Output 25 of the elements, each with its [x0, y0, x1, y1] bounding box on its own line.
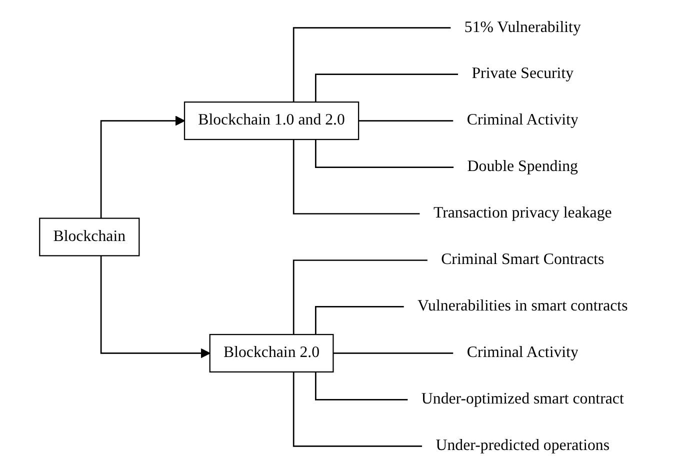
connector	[292, 260, 428, 335]
node-box: Blockchain 2.0	[209, 334, 334, 373]
node-text: Criminal Smart Contracts	[441, 252, 604, 269]
connector	[315, 74, 458, 102]
node-text: Private Security	[472, 66, 574, 83]
arrow	[100, 116, 185, 218]
arrow	[100, 256, 210, 358]
connector	[292, 372, 422, 447]
connector	[315, 139, 454, 168]
connector	[292, 27, 451, 102]
node-text: Criminal Activity	[466, 344, 578, 362]
node-text: Transaction privacy leakage	[433, 205, 612, 222]
node-text: Double Spending	[467, 158, 578, 176]
connector	[358, 120, 454, 122]
node-box: Blockchain	[39, 218, 140, 256]
node-text: Under-optimized smart contract	[421, 391, 624, 408]
connector	[315, 372, 408, 400]
connector	[315, 306, 404, 335]
node-text: 51% Vulnerability	[464, 19, 581, 36]
node-text: Criminal Activity	[466, 112, 578, 130]
node-text: Vulnerabilities in smart contracts	[418, 298, 628, 316]
node-box: Blockchain 1.0 and 2.0	[184, 101, 360, 140]
node-text: Under-predicted operations	[436, 438, 610, 455]
connector	[292, 139, 420, 214]
connector	[332, 352, 454, 354]
